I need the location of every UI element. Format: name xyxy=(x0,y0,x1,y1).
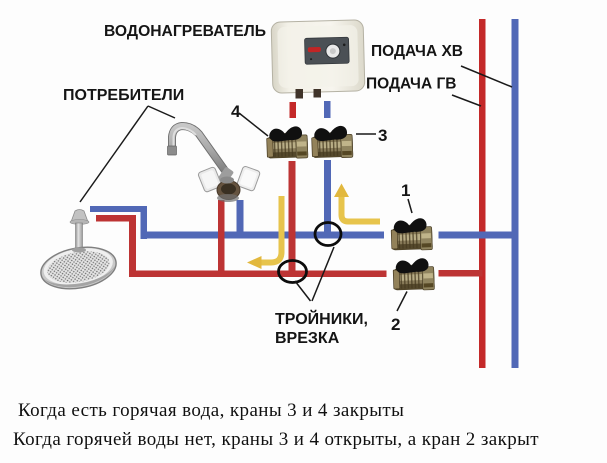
svg-text:3: 3 xyxy=(378,126,387,145)
svg-text:ВРЕЗКА: ВРЕЗКА xyxy=(275,330,340,347)
svg-text:2: 2 xyxy=(391,315,400,334)
svg-text:ПОТРЕБИТЕЛИ: ПОТРЕБИТЕЛИ xyxy=(63,87,184,104)
svg-text:Когда есть горячая вода, краны: Когда есть горячая вода, краны 3 и 4 зак… xyxy=(18,400,404,421)
svg-text:1: 1 xyxy=(401,181,410,200)
svg-text:ПОДАЧА ХВ: ПОДАЧА ХВ xyxy=(371,43,463,60)
svg-text:ВОДОНАГРЕВАТЕЛЬ: ВОДОНАГРЕВАТЕЛЬ xyxy=(104,23,266,40)
svg-text:4: 4 xyxy=(231,102,241,121)
svg-text:ТРОЙНИКИ,: ТРОЙНИКИ, xyxy=(275,309,368,328)
svg-text:ПОДАЧА ГВ: ПОДАЧА ГВ xyxy=(366,76,456,93)
svg-text:Когда горячей воды нет, краны: Когда горячей воды нет, краны 3 и 4 откр… xyxy=(13,429,539,450)
